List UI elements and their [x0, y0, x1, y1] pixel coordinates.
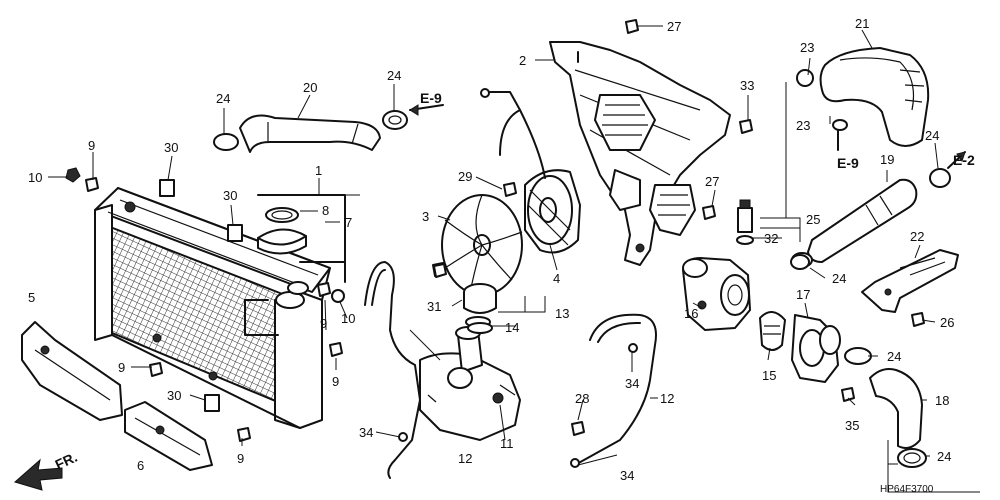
callout-4: 4 — [553, 271, 560, 286]
section-references: E-9 E-9 E-2 — [409, 90, 975, 171]
radiator-cap — [257, 194, 346, 263]
callout-26: 26 — [940, 315, 954, 330]
callout-21: 21 — [855, 16, 869, 31]
callout-32: 32 — [764, 231, 778, 246]
radiator — [94, 187, 346, 429]
callout-2: 2 — [519, 53, 526, 68]
callout-12: 12 — [660, 391, 674, 406]
callout-17: 17 — [796, 287, 810, 302]
hose-bracket — [861, 249, 959, 327]
reserve-tank — [419, 283, 521, 441]
callout-7: 7 — [345, 215, 352, 230]
callout-23: 23 — [800, 40, 814, 55]
callout-24: 24 — [387, 68, 401, 83]
callout-8: 8 — [322, 203, 329, 218]
callout-9: 9 — [118, 360, 125, 375]
front-marker: FR. — [53, 449, 80, 473]
callout-9: 9 — [88, 138, 95, 153]
callout-23: 23 — [796, 118, 810, 133]
callout-14: 14 — [505, 320, 519, 335]
callout-24: 24 — [925, 128, 939, 143]
callout-3: 3 — [422, 209, 429, 224]
bypass-hose — [791, 168, 951, 268]
radiator-side-cover — [21, 321, 213, 471]
water-pipe-hose — [796, 47, 930, 147]
callout-29: 29 — [458, 169, 472, 184]
callout-27: 27 — [705, 174, 719, 189]
diagram-code: HP64F3700 — [880, 484, 934, 495]
callout-19: 19 — [880, 152, 894, 167]
thermostat-housing — [682, 257, 855, 402]
callout-35: 35 — [845, 418, 859, 433]
callout-24: 24 — [937, 449, 951, 464]
callout-33: 33 — [740, 78, 754, 93]
callout-18: 18 — [935, 393, 949, 408]
callout-9: 9 — [332, 374, 339, 389]
callout-1: 1 — [315, 163, 322, 178]
callout-5: 5 — [28, 290, 35, 305]
callout-34: 34 — [620, 468, 634, 483]
callout-9: 9 — [237, 451, 244, 466]
reference-e2: E-2 — [953, 152, 975, 168]
callout-27: 27 — [667, 19, 681, 34]
callout-20: 20 — [303, 80, 317, 95]
front-direction-arrow: FR. — [13, 449, 80, 491]
callout-11: 11 — [500, 436, 514, 451]
leader-lines — [48, 25, 980, 493]
temperature-sensor — [736, 199, 754, 245]
callout-6: 6 — [137, 458, 144, 473]
callout-30: 30 — [223, 188, 237, 203]
lower-radiator-hose — [844, 347, 927, 468]
callout-30: 30 — [164, 140, 178, 155]
callout-24: 24 — [832, 271, 846, 286]
radiator-fasteners — [65, 167, 345, 442]
callout-34: 34 — [359, 425, 373, 440]
reference-e9-mid: E-9 — [837, 155, 859, 171]
overflow-hoses — [364, 261, 657, 479]
fan-motor — [480, 88, 581, 254]
callout-9: 9 — [320, 316, 327, 331]
callout-31: 31 — [427, 299, 441, 314]
fan-blade — [432, 194, 523, 296]
callout-12: 12 — [458, 451, 472, 466]
callout-24: 24 — [887, 349, 901, 364]
callout-22: 22 — [910, 229, 924, 244]
callout-10: 10 — [28, 170, 42, 185]
clamps-and-fittings — [433, 182, 810, 334]
callout-15: 15 — [762, 368, 776, 383]
callout-16: 16 — [684, 306, 698, 321]
callout-24: 24 — [216, 91, 230, 106]
fan-shroud — [549, 19, 753, 266]
reference-e9-top: E-9 — [420, 90, 442, 106]
upper-radiator-hose — [213, 110, 408, 153]
callout-30: 30 — [167, 388, 181, 403]
callout-28: 28 — [575, 391, 589, 406]
callout-13: 13 — [555, 306, 569, 321]
callout-34: 34 — [625, 376, 639, 391]
callout-labels: 10 9 24 20 24 30 30 1 8 7 10 9 9 9 30 9 … — [28, 16, 954, 483]
callout-25: 25 — [806, 212, 820, 227]
callout-10: 10 — [341, 311, 355, 326]
